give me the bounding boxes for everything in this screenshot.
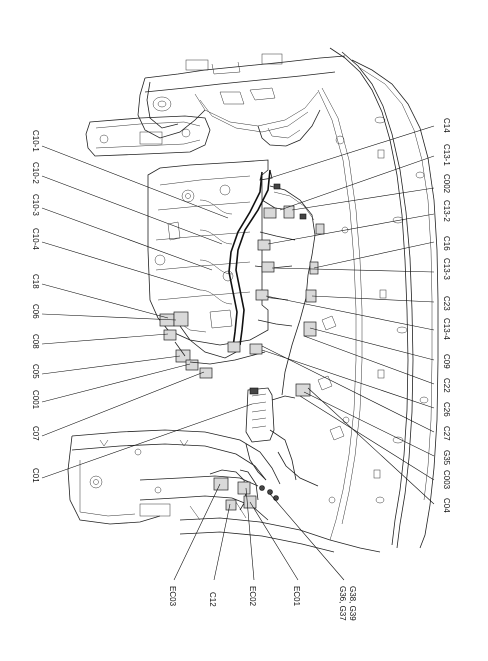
callout-C13-3: C13-3 bbox=[442, 258, 451, 280]
callout-C13-1: C13-1 bbox=[442, 144, 451, 166]
callout-G36-G39-line2: G38, G39 bbox=[348, 586, 357, 621]
leader-C26 bbox=[261, 349, 435, 409]
callout-C08: C08 bbox=[31, 334, 40, 349]
callout-C07: C07 bbox=[31, 426, 40, 441]
callout-labels-left: C10-1 C10-2 C10-3 C10-4 C18 C06 C08 C05 … bbox=[31, 130, 40, 483]
leader-C07 bbox=[41, 371, 205, 437]
callout-C10-2: C10-2 bbox=[31, 162, 40, 184]
leader-C12 bbox=[213, 503, 231, 581]
leader-C23 bbox=[311, 295, 435, 303]
leader-C04 bbox=[307, 387, 435, 505]
callout-C16: C16 bbox=[442, 236, 451, 251]
leader-EC01 bbox=[249, 501, 299, 581]
leader-G35 bbox=[303, 391, 435, 457]
callout-G36-G39: G36, G37 G38, G39 bbox=[338, 586, 357, 621]
leader-C10-1 bbox=[41, 145, 229, 219]
callout-labels-right: C14 C13-1 C002 C13-2 C16 C13-3 C23 C13-4… bbox=[442, 118, 451, 513]
leader-C003 bbox=[299, 395, 435, 481]
callout-C003: C003 bbox=[442, 470, 451, 490]
callout-C04: C04 bbox=[442, 498, 451, 513]
callout-EC01: EC01 bbox=[292, 586, 301, 607]
leader-C001 bbox=[41, 363, 191, 403]
callout-C13-4: C13-4 bbox=[442, 318, 451, 340]
callout-C05: C05 bbox=[31, 364, 40, 379]
leader-lines bbox=[41, 125, 435, 581]
leader-C16 bbox=[313, 241, 435, 269]
leader-C08 bbox=[41, 333, 169, 345]
leader-C01 bbox=[41, 403, 253, 479]
leader-C14 bbox=[269, 125, 435, 179]
leader-C10-3 bbox=[41, 207, 213, 271]
callout-C10-3: C10-3 bbox=[31, 194, 40, 216]
callout-C06: C06 bbox=[31, 304, 40, 319]
callout-G35: G35 bbox=[442, 450, 451, 466]
leader-C10-4 bbox=[41, 241, 201, 291]
leader-C13-4 bbox=[265, 295, 435, 331]
callout-labels-bottom: EC03 C12 EC02 EC01 G36, G37 G38, G39 bbox=[168, 586, 357, 621]
leader-G36-G39 bbox=[269, 493, 345, 581]
leader-EC02 bbox=[245, 487, 255, 581]
leader-C10-2 bbox=[41, 175, 223, 245]
leader-EC03 bbox=[173, 483, 221, 581]
callout-C10-1: C10-1 bbox=[31, 130, 40, 152]
leader-C13-3 bbox=[271, 267, 435, 273]
leader-C13-2 bbox=[267, 213, 435, 245]
leader-C13-1 bbox=[279, 155, 435, 211]
callout-C26: C26 bbox=[442, 402, 451, 417]
callout-C23: C23 bbox=[442, 296, 451, 311]
callout-C10-4: C10-4 bbox=[31, 228, 40, 250]
leader-C002 bbox=[291, 187, 435, 211]
callout-C12: C12 bbox=[208, 592, 217, 607]
leader-C18 bbox=[41, 283, 169, 319]
callout-C22: C22 bbox=[442, 378, 451, 393]
callout-C14: C14 bbox=[442, 118, 451, 133]
callout-C27: C27 bbox=[442, 426, 451, 441]
callout-G36-G39-line1: G36, G37 bbox=[338, 586, 347, 621]
vehicle-frame bbox=[67, 47, 439, 553]
callout-C001: C001 bbox=[31, 390, 40, 410]
callout-EC03: EC03 bbox=[168, 586, 177, 607]
callout-C002: C002 bbox=[442, 174, 451, 194]
leader-C05 bbox=[41, 355, 181, 375]
leader-C06 bbox=[41, 313, 177, 321]
callout-C01: C01 bbox=[31, 468, 40, 483]
callout-C18: C18 bbox=[31, 274, 40, 289]
leader-C22 bbox=[303, 335, 435, 385]
callout-C09: C09 bbox=[442, 354, 451, 369]
callout-C13-2: C13-2 bbox=[442, 200, 451, 222]
callout-EC02: EC02 bbox=[248, 586, 257, 607]
leader-C09 bbox=[309, 327, 435, 361]
leader-C27 bbox=[261, 345, 435, 433]
